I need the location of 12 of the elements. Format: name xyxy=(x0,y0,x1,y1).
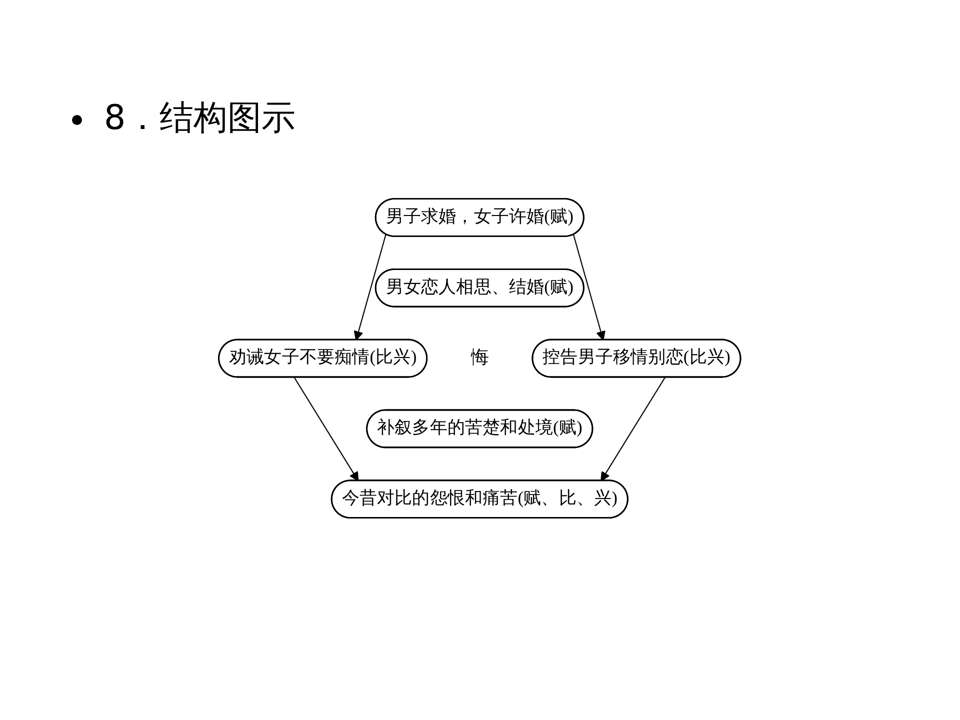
oval-node: 补叙多年的苦楚和处境(赋) xyxy=(366,409,594,448)
oval-node: 劝诫女子不要痴情(比兴) xyxy=(218,338,428,378)
title: 8．结构图示 xyxy=(104,98,296,139)
arrow xyxy=(573,234,606,341)
arrow xyxy=(354,234,387,341)
oval-node: 男女恋人相思、结婚(赋) xyxy=(375,268,585,308)
oval-node: 男子求婚，女子许婚(赋) xyxy=(375,198,585,237)
center-label: 悔 xyxy=(470,348,489,368)
arrow xyxy=(600,376,666,482)
arrow xyxy=(294,376,360,482)
oval-node: 今昔对比的怨恨和痛苦(赋、比、兴) xyxy=(331,480,629,518)
oval-node: 控告男子移情别恋(比兴) xyxy=(532,338,742,378)
